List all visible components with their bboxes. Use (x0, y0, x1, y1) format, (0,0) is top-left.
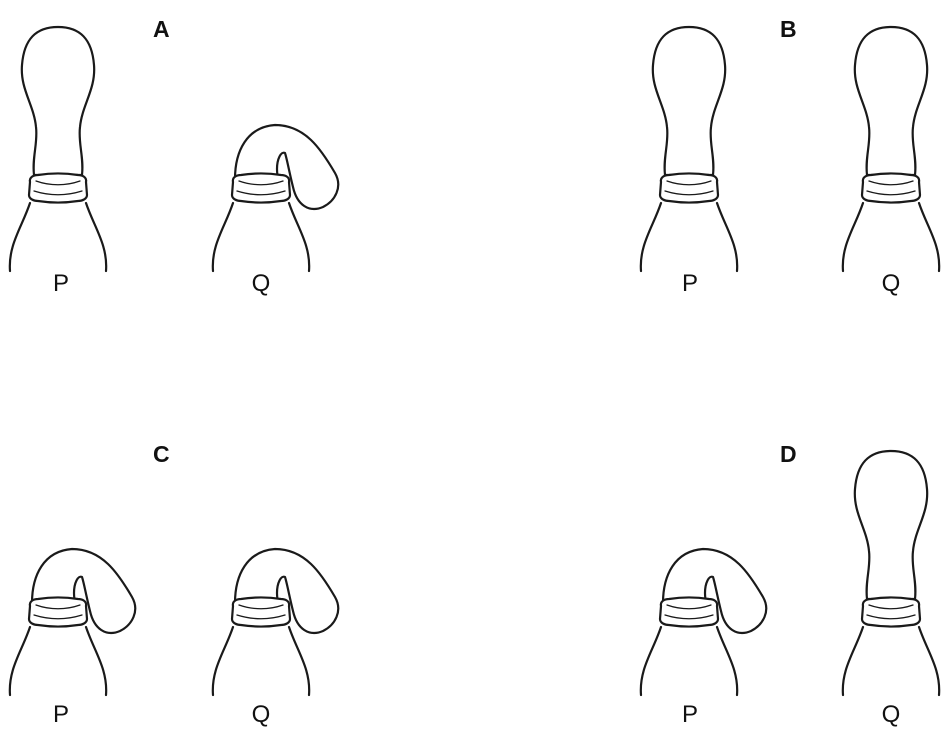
panel-d (641, 451, 939, 695)
panel-label-a: A (153, 18, 170, 41)
bottle-label-d-p: P (682, 703, 698, 727)
panel-label-b: B (780, 18, 797, 41)
bottle-a-q (213, 125, 338, 271)
bottle-c-q (213, 549, 338, 695)
panel-b (641, 27, 939, 271)
panel-label-d: D (780, 443, 797, 466)
bottle-label-c-q: Q (252, 703, 271, 727)
bottle-label-c-p: P (53, 703, 69, 727)
bottle-label-d-q: Q (882, 703, 901, 727)
bottle-label-a-p: P (53, 272, 69, 296)
panel-c (10, 549, 338, 695)
panel-label-c: C (153, 443, 170, 466)
bottle-c-p (10, 549, 135, 695)
bottle-label-b-p: P (682, 272, 698, 296)
bottle-a-p (10, 27, 106, 271)
bottle-d-q (843, 451, 939, 695)
bottle-b-q (843, 27, 939, 271)
bottle-d-p (641, 549, 766, 695)
bottle-label-a-q: Q (252, 272, 271, 296)
bottle-label-b-q: Q (882, 272, 901, 296)
bottle-b-p (641, 27, 737, 271)
panel-a (10, 27, 338, 271)
